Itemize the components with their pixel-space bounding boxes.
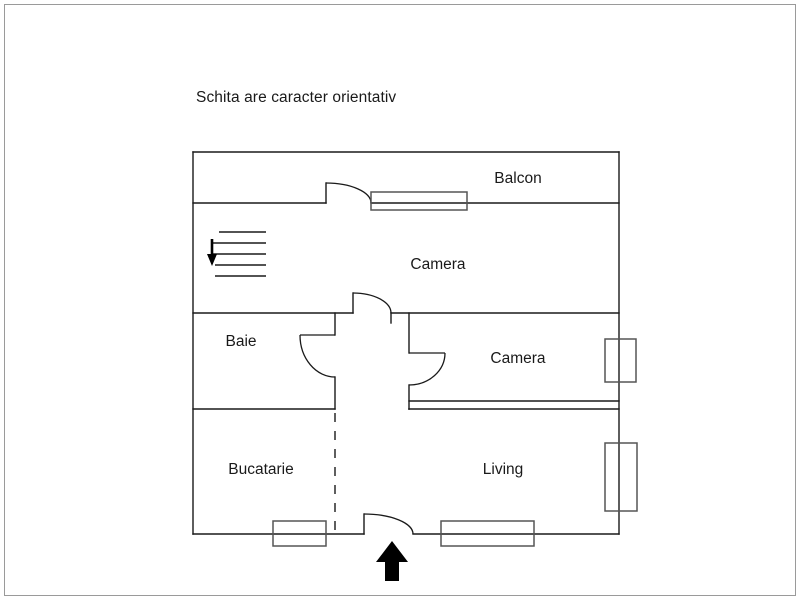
image-frame: Schita are caracter orientativ [4, 4, 796, 596]
window-living [440, 520, 535, 547]
door-swing-baie [299, 334, 336, 378]
door-swing-camera-2 [408, 352, 446, 386]
room-label-bucatarie: Bucatarie [228, 461, 294, 478]
entrance-arrow [376, 541, 408, 581]
room-label-camera-2: Camera [490, 350, 546, 367]
window-living-side [604, 442, 638, 512]
door-swing-entrance [363, 513, 414, 535]
window-balcon [370, 191, 468, 211]
stairs-down-arrow [207, 239, 217, 266]
room-label-camera-1: Camera [410, 256, 466, 273]
door-swing-balcon [325, 182, 372, 204]
door-swing-camera-1 [352, 292, 392, 314]
window-bucatarie [272, 520, 327, 547]
floor-plan-drawing [192, 151, 638, 581]
window-camera-2 [604, 338, 637, 383]
room-label-baie: Baie [225, 333, 257, 350]
plan-note: Schita are caracter orientativ [196, 89, 397, 106]
room-label-living: Living [482, 461, 524, 478]
room-label-balcon: Balcon [494, 170, 542, 187]
stairs-symbol [207, 231, 266, 277]
